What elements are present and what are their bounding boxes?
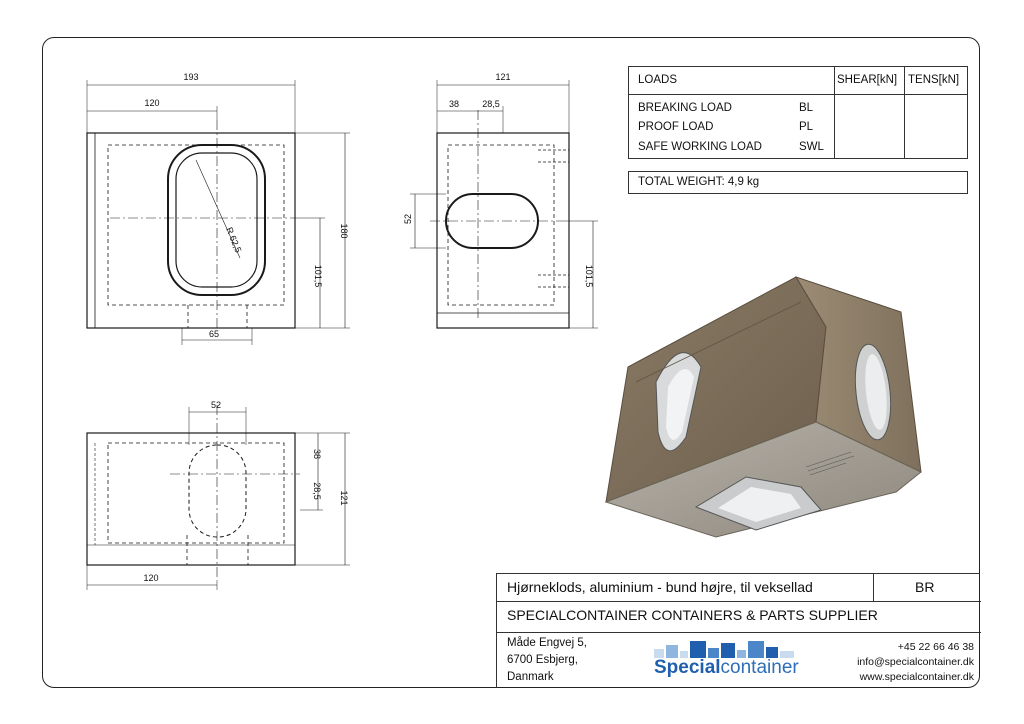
dim-bottom-28: 28,5 <box>312 482 322 500</box>
row-code-proof: PL <box>799 121 814 133</box>
total-weight: TOTAL WEIGHT: 4,9 kg <box>628 171 968 194</box>
dim-bottom-120: 120 <box>143 573 158 583</box>
logo-word-light: container <box>720 657 799 678</box>
contact-phone: +45 22 66 46 38 <box>897 641 974 653</box>
company-name: SPECIALCONTAINER CONTAINERS & PARTS SUPP… <box>507 607 878 623</box>
dim-side-width: 121 <box>495 72 510 82</box>
tens-header: TENS[kN] <box>908 74 960 86</box>
row-label-swl: SAFE WORKING LOAD <box>638 141 762 153</box>
dim-side-52: 52 <box>403 214 413 224</box>
dim-front-120: 120 <box>144 98 159 108</box>
row-code-swl: SWL <box>799 141 824 153</box>
loads-table-header <box>629 67 967 95</box>
front-view <box>86 80 350 345</box>
row-code-breaking: BL <box>799 102 814 114</box>
contact-website: www.specialcontainer.dk <box>859 671 974 683</box>
contact-email: info@specialcontainer.dk <box>857 656 974 668</box>
address-line-2: 6700 Esbjerg, <box>507 654 578 666</box>
dim-side-28: 28,5 <box>482 99 500 109</box>
row-label-breaking: BREAKING LOAD <box>638 102 732 114</box>
part-code: BR <box>915 579 935 595</box>
address-line-1: Måde Engvej 5, <box>507 637 587 649</box>
loads-table: LOADS SHEAR[kN] TENS[kN] BREAKING LOAD B… <box>628 66 968 159</box>
shear-header: SHEAR[kN] <box>837 74 898 86</box>
dim-bottom-52: 52 <box>211 400 221 410</box>
dim-front-radius: R 62,5 <box>224 226 243 254</box>
dim-bottom-38: 38 <box>312 449 322 459</box>
logo-wordmark: Specialcontainer <box>654 657 799 679</box>
logo-mark <box>654 641 794 658</box>
dim-front-65: 65 <box>209 329 219 339</box>
bottom-view <box>86 405 350 590</box>
part-description: Hjørneklods, aluminium - bund højre, til… <box>507 579 813 595</box>
drawing-sheet <box>42 37 980 688</box>
loads-title: LOADS <box>638 74 677 86</box>
dim-front-width: 193 <box>183 72 198 82</box>
product-photo <box>604 276 922 538</box>
dim-front-101: 101,5 <box>313 265 323 288</box>
dim-side-101: 101,5 <box>584 265 594 288</box>
side-view <box>410 80 598 329</box>
dim-side-38: 38 <box>449 99 459 109</box>
dim-bottom-121: 121 <box>339 490 349 505</box>
logo-word-bold: Special <box>654 657 721 678</box>
dim-front-height: 180 <box>339 223 349 238</box>
row-label-proof: PROOF LOAD <box>638 121 714 133</box>
title-block: Hjørneklods, aluminium - bund højre, til… <box>496 573 981 688</box>
address-line-3: Danmark <box>507 671 554 683</box>
